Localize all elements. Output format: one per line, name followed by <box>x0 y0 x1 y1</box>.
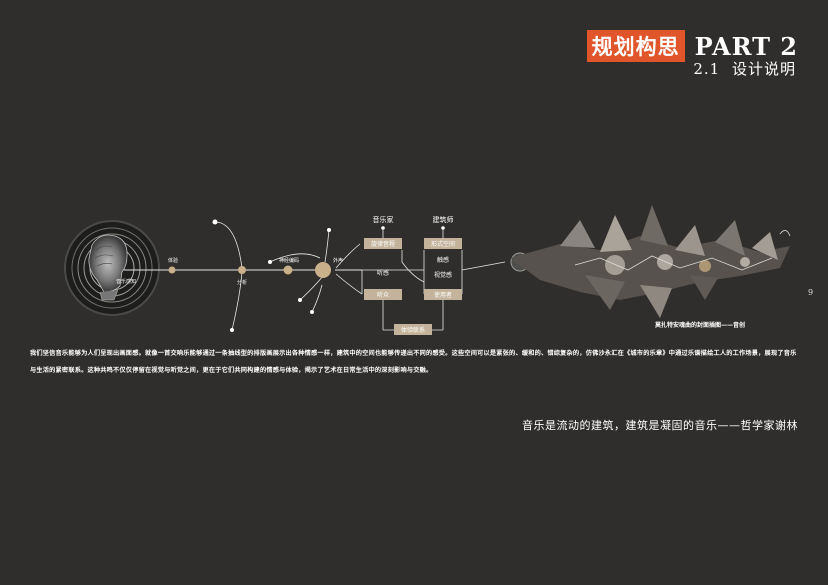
musician-box-label: 旋律音程 <box>371 240 395 248</box>
listener-box-label: 听众 <box>377 291 389 299</box>
philosopher-quote: 音乐是流动的建筑，建筑是凝固的音乐——哲学家谢林 <box>522 419 798 432</box>
concept-diagram: 体验 音乐感知 分析 神经编码 外声 音乐家 建筑师 旋律音程 形式空间 听感 … <box>64 205 791 335</box>
head-illustration <box>88 234 128 301</box>
vision-label: 视觉感 <box>434 271 452 279</box>
chapter-title-en: PART 2 <box>694 31 798 61</box>
node-dot-small <box>298 298 302 302</box>
page-header: 规划构思 PART 2 <box>586 30 798 62</box>
node-label-analysis: 分析 <box>237 279 247 286</box>
musician-dot <box>381 226 385 230</box>
experience-box <box>394 324 432 335</box>
experience-box-label: 体验联系 <box>401 326 425 334</box>
user-box <box>424 289 462 300</box>
musician-box <box>364 238 402 249</box>
architect-box <box>424 238 462 249</box>
node-label-perception: 音乐感知 <box>116 278 136 285</box>
architect-box-label: 形式空间 <box>431 240 455 248</box>
node-label-neural: 神经编码 <box>279 257 299 264</box>
architect-dot <box>441 226 445 230</box>
node-dot-small <box>268 260 272 264</box>
node-neural <box>283 265 293 275</box>
page-number: 9 <box>808 288 814 297</box>
flow-connectors <box>361 230 506 331</box>
section-subtitle: 2.1 设计说明 <box>693 60 796 78</box>
touch-label: 触感 <box>437 256 449 264</box>
artwork-caption: 莫扎特安魂曲的封面插图——音创 <box>655 322 746 329</box>
listener-box <box>364 289 402 300</box>
node-dot-small <box>327 228 331 232</box>
chapter-title-cn: 规划构思 <box>586 30 685 62</box>
node-outer-sound <box>315 262 331 278</box>
node-dot-small <box>230 328 234 332</box>
description-paragraph: 我们坚信音乐能够为人们呈现出画面感。就像一首交响乐能够通过一条抽线型的排版画展示… <box>30 350 797 374</box>
user-box-label: 使用者 <box>434 291 452 299</box>
node-experience <box>168 266 176 274</box>
architect-header: 建筑师 <box>433 215 454 224</box>
hearing-label: 听感 <box>377 269 389 277</box>
node-label-experience: 体验 <box>168 257 178 264</box>
node-label-outer-sound: 外声 <box>333 257 343 264</box>
node-dot-small <box>212 219 218 225</box>
node-analysis <box>238 266 246 274</box>
collage-artwork <box>510 205 791 318</box>
node-dot-small <box>310 310 314 314</box>
musician-header: 音乐家 <box>373 215 394 224</box>
